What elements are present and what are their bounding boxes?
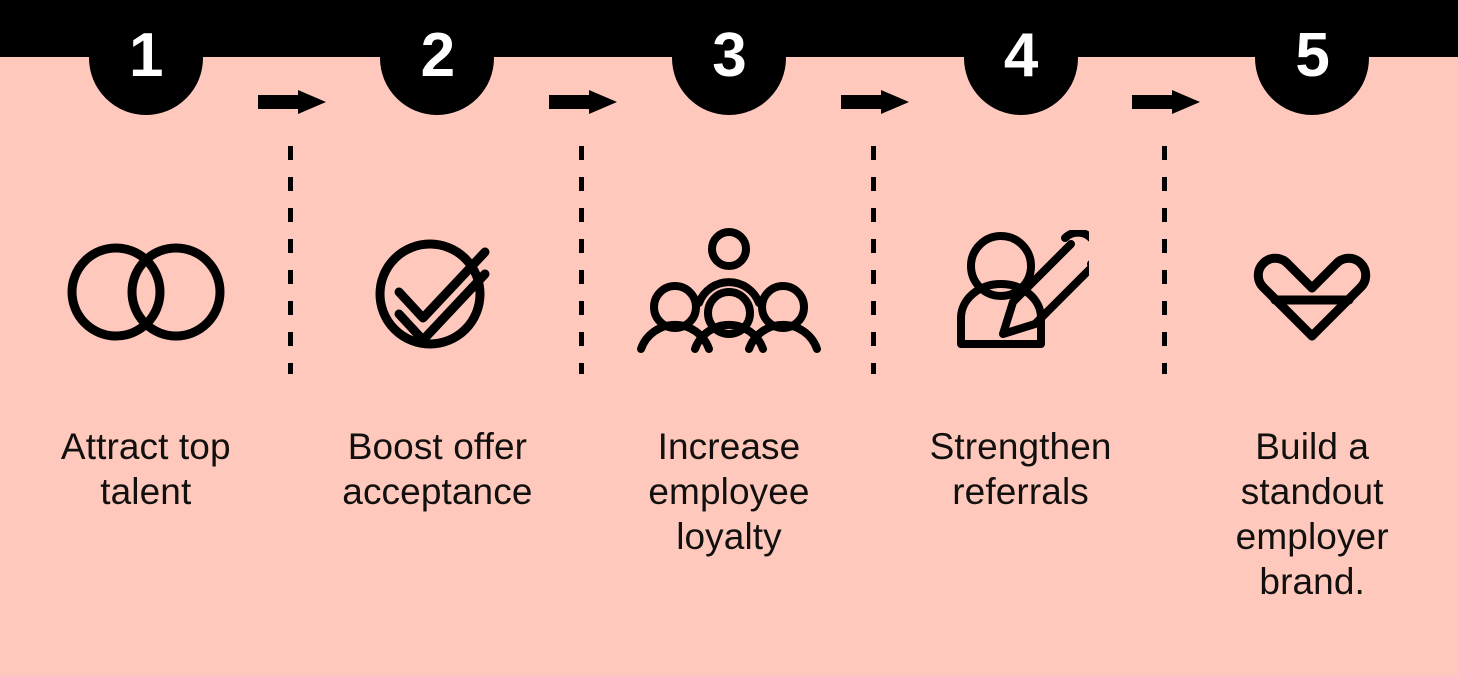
geometric-heart-icon — [1166, 222, 1458, 362]
step-number-label-2: 2 — [420, 21, 455, 90]
step-number-label-3: 3 — [712, 21, 746, 90]
dashed-vertical-line-icon — [579, 146, 585, 374]
step-number-badge-1: 1 — [88, 1, 203, 115]
step-caption-3: Increase employee loyalty — [648, 426, 810, 558]
step-3: 3 — [583, 0, 909, 676]
people-group-icon — [583, 222, 875, 362]
arrow-right-icon — [257, 90, 326, 114]
step-2: 2 Boost offer acceptance — [292, 0, 618, 676]
dashed-vertical-line-icon — [287, 146, 293, 374]
step-caption-1: Attract top talent — [60, 426, 231, 513]
arrow-right-icon — [840, 90, 909, 114]
overlapping-circles-icon — [0, 222, 292, 362]
dashed-vertical-line-icon — [1162, 146, 1168, 374]
dashed-vertical-line-icon — [870, 146, 876, 374]
step-5: 5 Build a standout employer brand. — [1166, 0, 1458, 676]
step-caption-5: Build a standout employer brand. — [1235, 426, 1389, 603]
person-pencil-icon — [875, 222, 1167, 362]
step-number-label-4: 4 — [1003, 21, 1038, 90]
step-number-label-1: 1 — [129, 21, 163, 90]
step-number-badge-5: 5 — [1255, 1, 1370, 115]
step-number-badge-3: 3 — [671, 1, 786, 115]
step-caption-4: Strengthen referrals — [929, 426, 1112, 513]
arrow-right-icon — [1132, 90, 1201, 114]
step-number-label-5: 5 — [1295, 21, 1329, 90]
step-caption-2: Boost offer acceptance — [342, 426, 533, 513]
step-1: 1 Attract top talent — [0, 0, 326, 676]
pink-background-panel — [0, 57, 1458, 676]
step-number-badge-4: 4 — [963, 1, 1078, 115]
arrow-right-icon — [549, 90, 618, 114]
step-number-badge-2: 2 — [380, 1, 495, 115]
check-circle-icon — [292, 222, 584, 362]
step-4: 4 — [875, 0, 1201, 676]
